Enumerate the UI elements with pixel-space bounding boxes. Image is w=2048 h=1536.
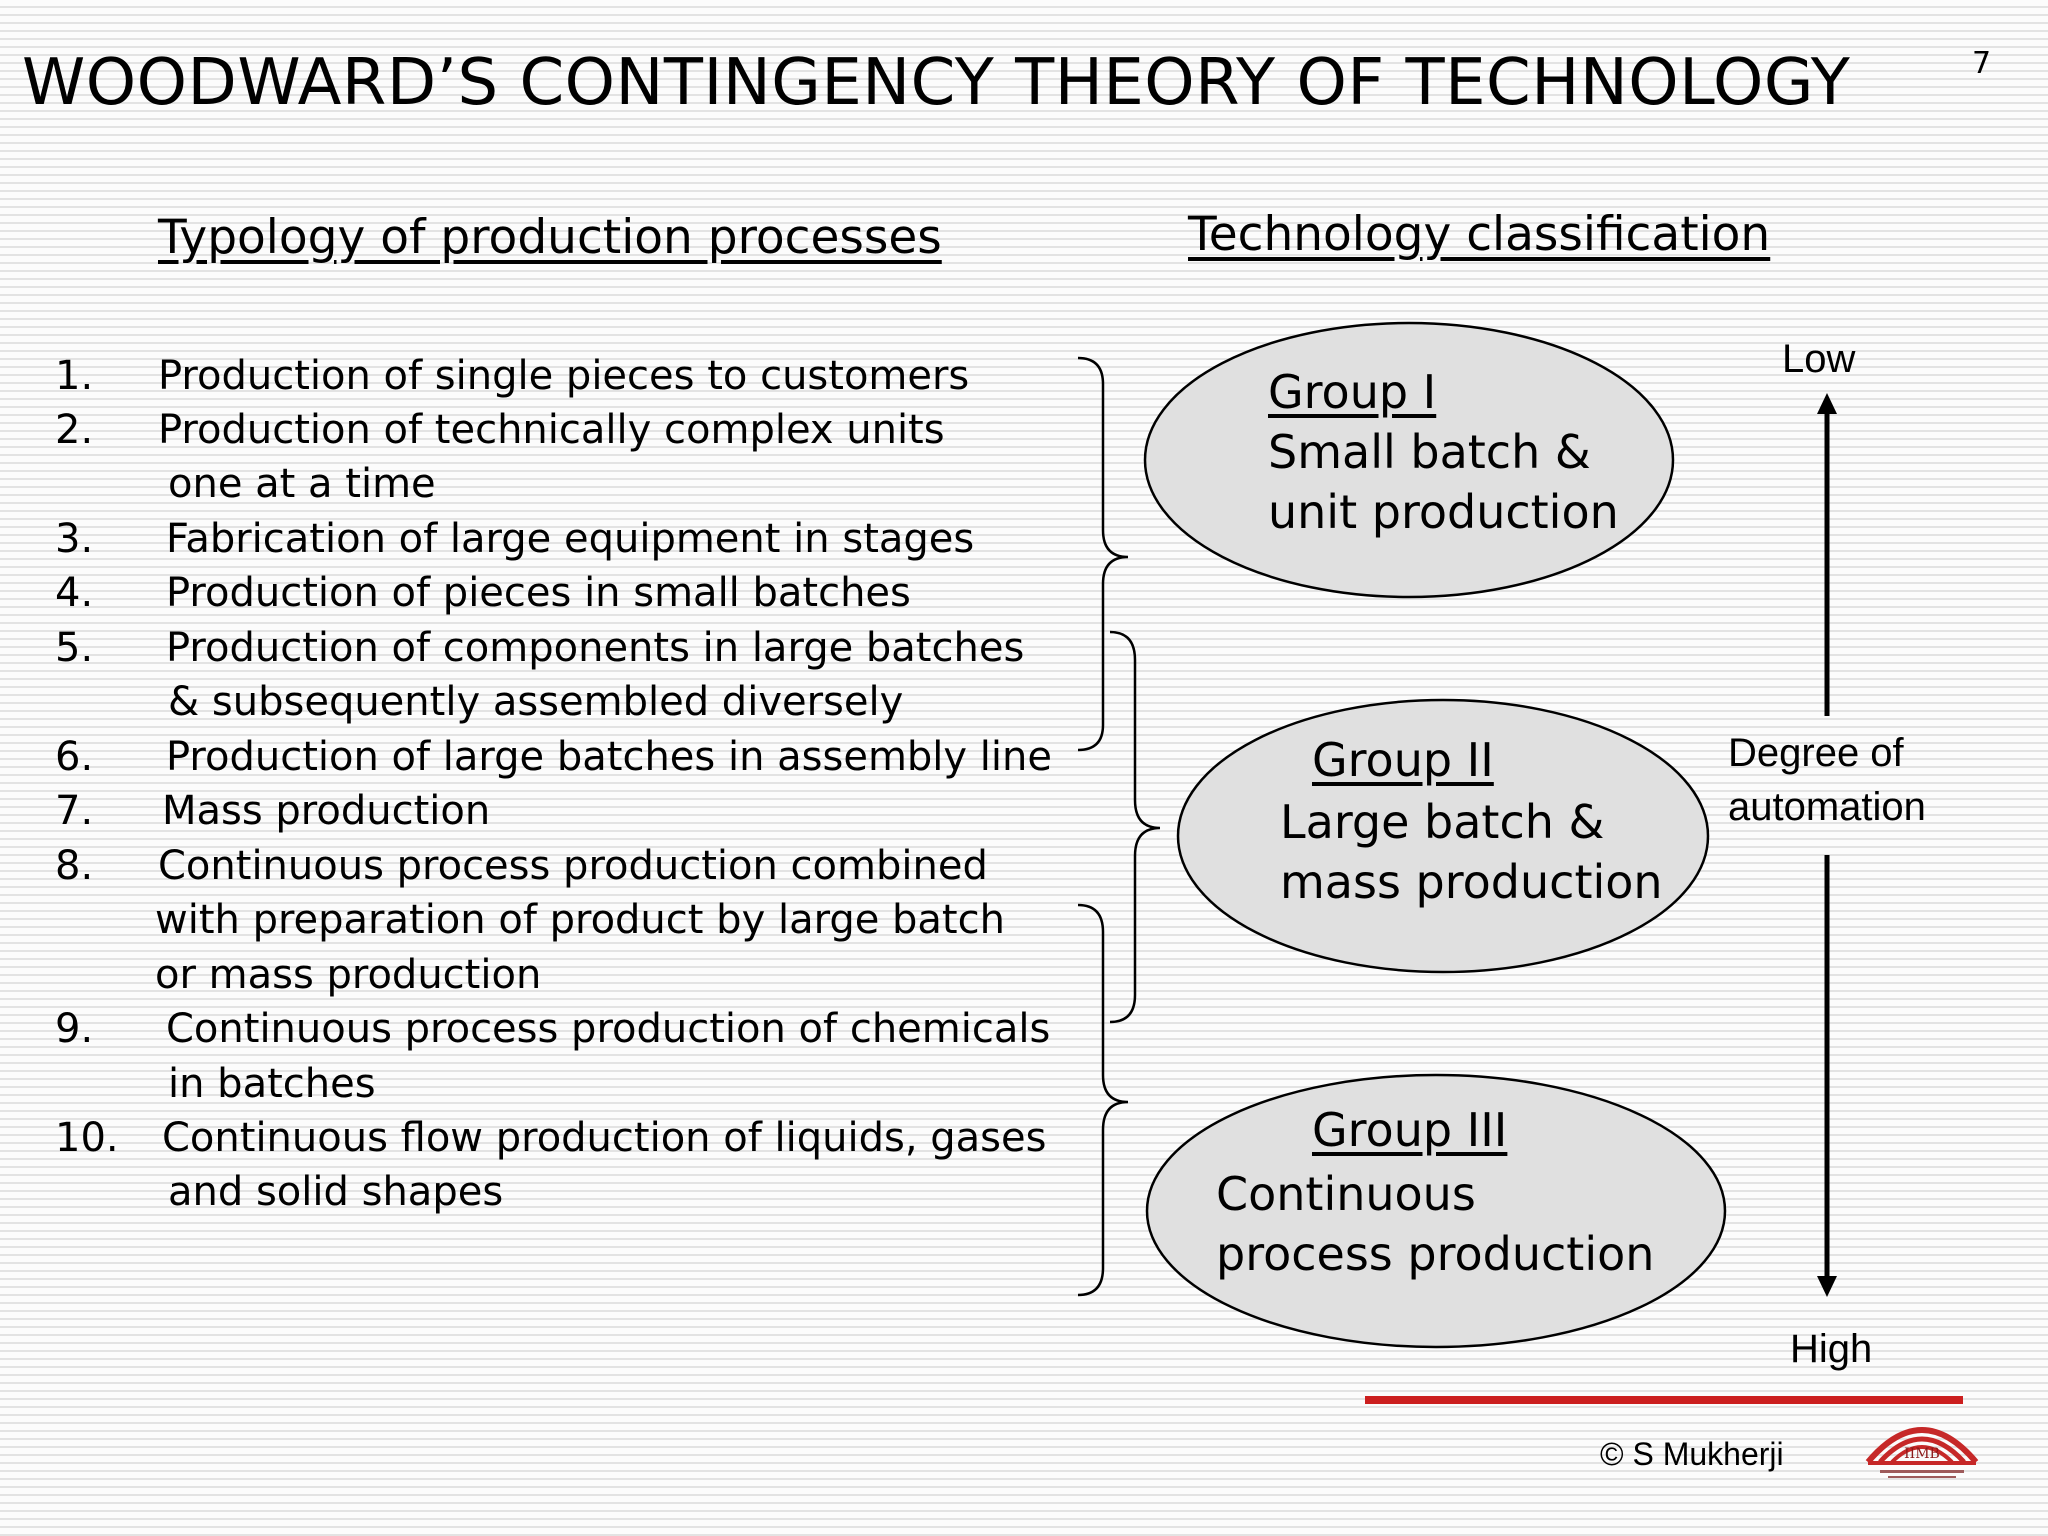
right-column-heading: Technology classification bbox=[1188, 207, 1771, 262]
list-item-text: Production of pieces in small batches bbox=[166, 570, 911, 616]
list-item-text: Production of components in large batche… bbox=[166, 625, 1025, 671]
list-item-number: 7. bbox=[55, 788, 94, 834]
iimb-logo: IIMB bbox=[1865, 1427, 1979, 1478]
list-item-text: in batches bbox=[168, 1061, 376, 1107]
brace-group-3 bbox=[1077, 903, 1129, 1297]
axis-title: automation bbox=[1728, 785, 1926, 829]
group-1-title: Group I bbox=[1268, 365, 1437, 419]
logo-text: IIMB bbox=[1904, 1446, 1940, 1462]
automation-arrow-down-head bbox=[1817, 1276, 1837, 1297]
brace-group-2 bbox=[1109, 630, 1161, 1024]
axis-title: Degree of bbox=[1728, 731, 1904, 775]
list-item-text: one at a time bbox=[168, 461, 436, 507]
brace-group-1 bbox=[1077, 356, 1129, 752]
list-item-text: Continuous flow production of liquids, g… bbox=[162, 1115, 1047, 1161]
list-item-text: Production of single pieces to customers bbox=[158, 353, 970, 399]
list-item-text: or mass production bbox=[155, 952, 542, 998]
list-item-text: Continuous process production combined bbox=[158, 843, 988, 889]
list-item-number: 2. bbox=[55, 407, 94, 453]
list-item-text: Production of large batches in assembly … bbox=[166, 734, 1052, 780]
group-3-description: process production bbox=[1216, 1227, 1655, 1281]
list-item-text: Mass production bbox=[162, 788, 491, 834]
list-item-text: Production of technically complex units bbox=[158, 407, 945, 453]
slide-title: WOODWARD’S CONTINGENCY THEORY OF TECHNOL… bbox=[22, 46, 1851, 120]
axis-high-label: High bbox=[1790, 1327, 1873, 1371]
group-1-ellipse bbox=[1143, 321, 1675, 599]
group-2-ellipse bbox=[1176, 698, 1710, 974]
group-1-description: unit production bbox=[1268, 485, 1619, 539]
list-item-number: 6. bbox=[55, 734, 94, 780]
group-3-description: Continuous bbox=[1216, 1167, 1476, 1221]
copyright-notice: © S Mukherji bbox=[1600, 1436, 1784, 1472]
list-item-text: with preparation of product by large bat… bbox=[155, 897, 1005, 943]
group-2-description: mass production bbox=[1280, 855, 1663, 909]
list-item-number: 10. bbox=[55, 1115, 119, 1161]
group-3-ellipse bbox=[1145, 1073, 1727, 1349]
left-column-heading: Typology of production processes bbox=[158, 210, 942, 265]
list-item-number: 4. bbox=[55, 570, 94, 616]
group-1-description: Small batch & bbox=[1268, 425, 1591, 479]
group-2-title: Group II bbox=[1312, 733, 1494, 787]
list-item-number: 3. bbox=[55, 516, 94, 562]
list-item-text: Continuous process production of chemica… bbox=[166, 1006, 1051, 1052]
slide-number: 7 bbox=[1972, 46, 1992, 81]
list-item-number: 5. bbox=[55, 625, 94, 671]
list-item-text: Fabrication of large equipment in stages bbox=[166, 516, 975, 562]
footer-rule bbox=[1365, 1396, 1963, 1404]
list-item-number: 9. bbox=[55, 1006, 94, 1052]
list-item-number: 8. bbox=[55, 843, 94, 889]
group-2-description: Large batch & bbox=[1280, 795, 1605, 849]
list-item-text: and solid shapes bbox=[168, 1169, 504, 1215]
axis-low-label: Low bbox=[1782, 337, 1856, 381]
list-item-number: 1. bbox=[55, 353, 94, 399]
group-3-title: Group III bbox=[1312, 1103, 1508, 1157]
list-item-text: & subsequently assembled diversely bbox=[168, 679, 904, 725]
automation-arrow-up-head bbox=[1817, 393, 1837, 414]
